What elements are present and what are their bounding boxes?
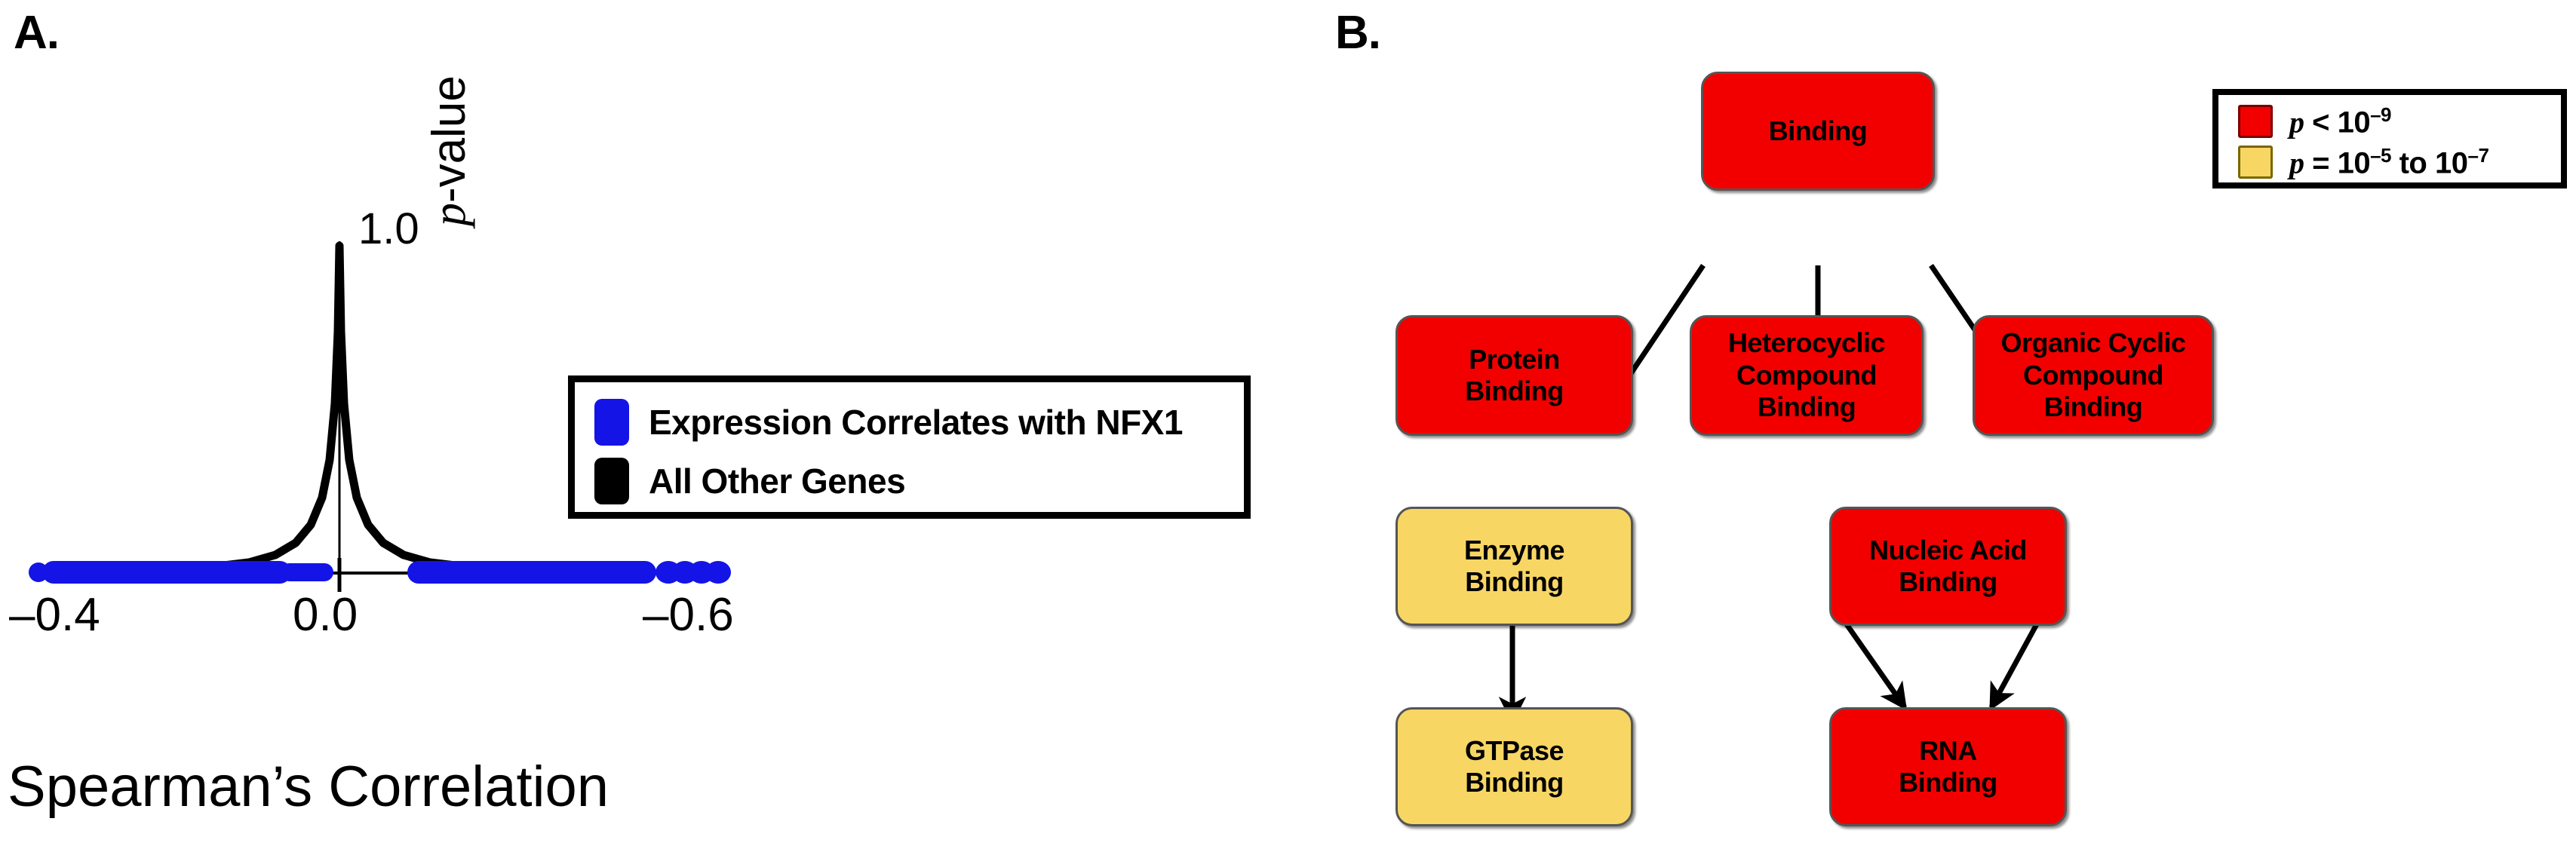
node-organic-cyclic-compound-binding[interactable]: Organic Cyclic Compound Binding: [1973, 315, 2214, 436]
plot-canvas: [29, 241, 731, 592]
legend-item-p-lt-9: p < 10–9: [2238, 101, 2561, 142]
node-organic-line-1: Organic Cyclic: [2000, 327, 2186, 359]
legend-item-nfx1: Expression Correlates with NFX1: [594, 396, 1244, 449]
legend-panel-b: p < 10–9 p = 10–5 to 10–7: [2212, 89, 2567, 188]
x-axis-label: Spearman’s Correlation: [8, 755, 609, 819]
y-axis-label: p-value: [423, 75, 475, 226]
x-tick-label-right: –0.6: [643, 589, 734, 641]
node-enzyme-binding[interactable]: Enzyme Binding: [1395, 507, 1633, 626]
node-heterocyclic-compound-binding[interactable]: Heterocyclic Compound Binding: [1690, 315, 1924, 436]
node-enzyme-line-2: Binding: [1465, 566, 1564, 597]
legend-label-nfx1: Expression Correlates with NFX1: [649, 403, 1183, 442]
node-binding[interactable]: Binding: [1701, 72, 1935, 191]
node-organic-line-3: Binding: [2043, 391, 2143, 423]
node-protein-binding-line-2: Binding: [1465, 375, 1564, 406]
panel-a-letter: A.: [14, 7, 60, 59]
node-enzyme-line-1: Enzyme: [1463, 534, 1565, 565]
peak-value-label: 1.0: [358, 204, 419, 253]
node-nucleic-line-2: Binding: [1899, 566, 1997, 597]
x-tick-label-left: –0.4: [9, 589, 100, 641]
legend-swatch-blue-icon: [594, 399, 629, 446]
density-curve-all-genes: [45, 241, 642, 576]
legend-label-p-lt-9: p < 10–9: [2289, 103, 2391, 139]
node-gtpase-line-1: GTPase: [1464, 734, 1564, 766]
legend-label-p-range: p = 10–5 to 10–7: [2289, 143, 2489, 180]
node-rna-line-2: Binding: [1899, 767, 1997, 798]
legend-label-other-genes: All Other Genes: [649, 461, 906, 501]
node-heterocyclic-line-3: Binding: [1757, 391, 1856, 423]
arrow-heterocyclic-to-nucleic: [1844, 622, 1908, 711]
legend-item-p-range: p = 10–5 to 10–7: [2238, 142, 2561, 182]
node-binding-line-1: Binding: [1768, 115, 1868, 146]
node-organic-line-2: Compound: [2023, 359, 2163, 391]
distribution-plot: 1.0 –0.4 0.0 –0.6: [9, 106, 739, 679]
legend-swatch-black-icon: [594, 458, 629, 504]
panel-b: B. Binding Protein Binding Heterocyclic …: [1328, 0, 2576, 849]
scatter-points-nfx1: [29, 561, 731, 584]
legend-swatch-red-icon: [2238, 105, 2273, 138]
node-protein-binding[interactable]: Protein Binding: [1395, 315, 1633, 436]
x-tick-label-center: 0.0: [293, 589, 358, 641]
arrow-organic-to-nucleic: [1988, 623, 2040, 711]
legend-swatch-yellow-icon: [2238, 146, 2273, 179]
legend-item-other-genes: All Other Genes: [594, 455, 1244, 507]
node-nucleic-line-1: Nucleic Acid: [1869, 534, 2027, 565]
panel-b-letter: B.: [1335, 7, 1381, 59]
legend-panel-a: Expression Correlates with NFX1 All Othe…: [568, 375, 1251, 519]
node-heterocyclic-line-1: Heterocyclic: [1727, 327, 1886, 359]
node-protein-binding-line-1: Protein: [1469, 343, 1560, 375]
node-gtpase-binding[interactable]: GTPase Binding: [1395, 707, 1633, 826]
panel-a: A. 1.0 –0.4 0: [8, 7, 1251, 819]
node-rna-line-1: RNA: [1919, 734, 1977, 766]
node-gtpase-line-2: Binding: [1465, 767, 1564, 798]
node-heterocyclic-line-2: Compound: [1736, 359, 1877, 391]
node-nucleic-acid-binding[interactable]: Nucleic Acid Binding: [1829, 507, 2067, 626]
node-rna-binding[interactable]: RNA Binding: [1829, 707, 2067, 826]
